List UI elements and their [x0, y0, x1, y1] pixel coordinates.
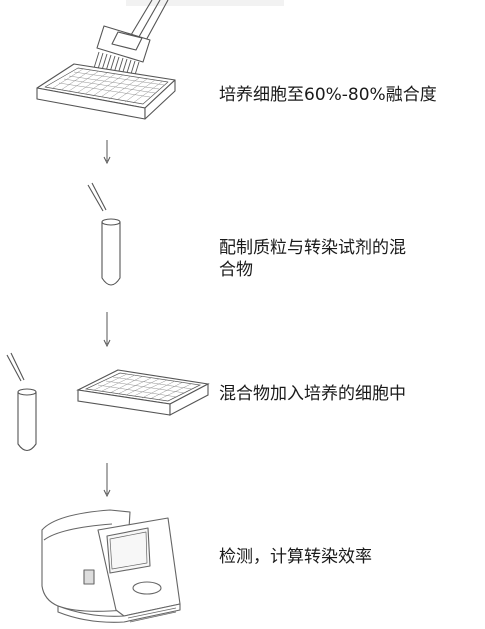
- step-1-label: 培养细胞至60%-80%融合度: [219, 85, 437, 105]
- tube-and-plate-icon: [6, 352, 210, 452]
- step-2-label-line-2: 合物: [219, 260, 253, 280]
- test-tube-icon: [87, 182, 121, 286]
- cell-plate-pipette-icon: [36, 0, 284, 120]
- detection-instrument-icon: [41, 509, 181, 623]
- step-3-label: 混合物加入培养的细胞中: [219, 384, 406, 404]
- arrow-down-1: [103, 140, 111, 165]
- arrow-down-3: [103, 463, 111, 498]
- step-4-label: 检测，计算转染效率: [219, 547, 372, 567]
- step-2-label: 配制质粒与转染试剂的混 合物: [219, 237, 406, 281]
- step-2-label-line-1: 配制质粒与转染试剂的混: [219, 238, 406, 258]
- arrow-down-2: [103, 312, 111, 348]
